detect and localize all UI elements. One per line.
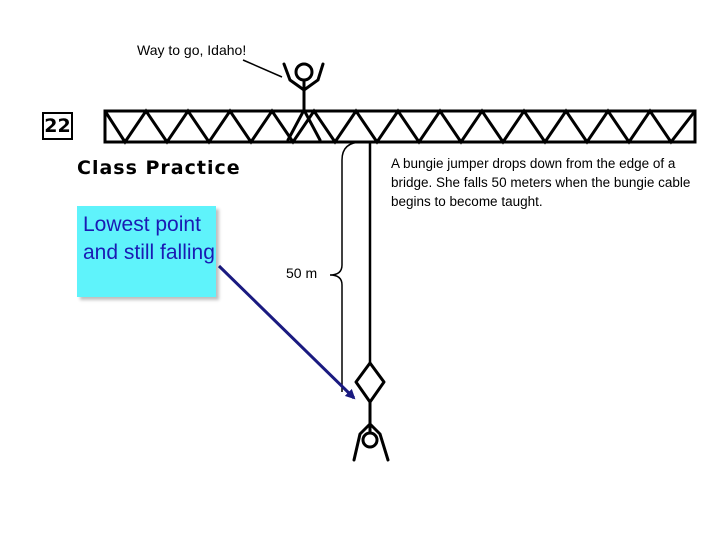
problem-statement: A bungie jumper drops down from the edge…	[391, 156, 691, 209]
cheering-stick-figure	[282, 62, 325, 142]
slide-number: 22	[42, 112, 73, 140]
distance-label: 50 m	[286, 265, 318, 281]
distance-brace	[329, 141, 363, 392]
bridge-truss	[103, 108, 697, 145]
page-title: Class Practice	[77, 157, 241, 179]
callout-text: Lowest point and still falling	[83, 213, 215, 264]
bungee-jumper	[352, 361, 390, 462]
speech-pointer	[242, 59, 283, 78]
callout-arrow	[217, 264, 356, 400]
speech-bubble-text: Way to go, Idaho!	[137, 42, 247, 58]
callout-box: Lowest point and still falling	[77, 206, 216, 297]
